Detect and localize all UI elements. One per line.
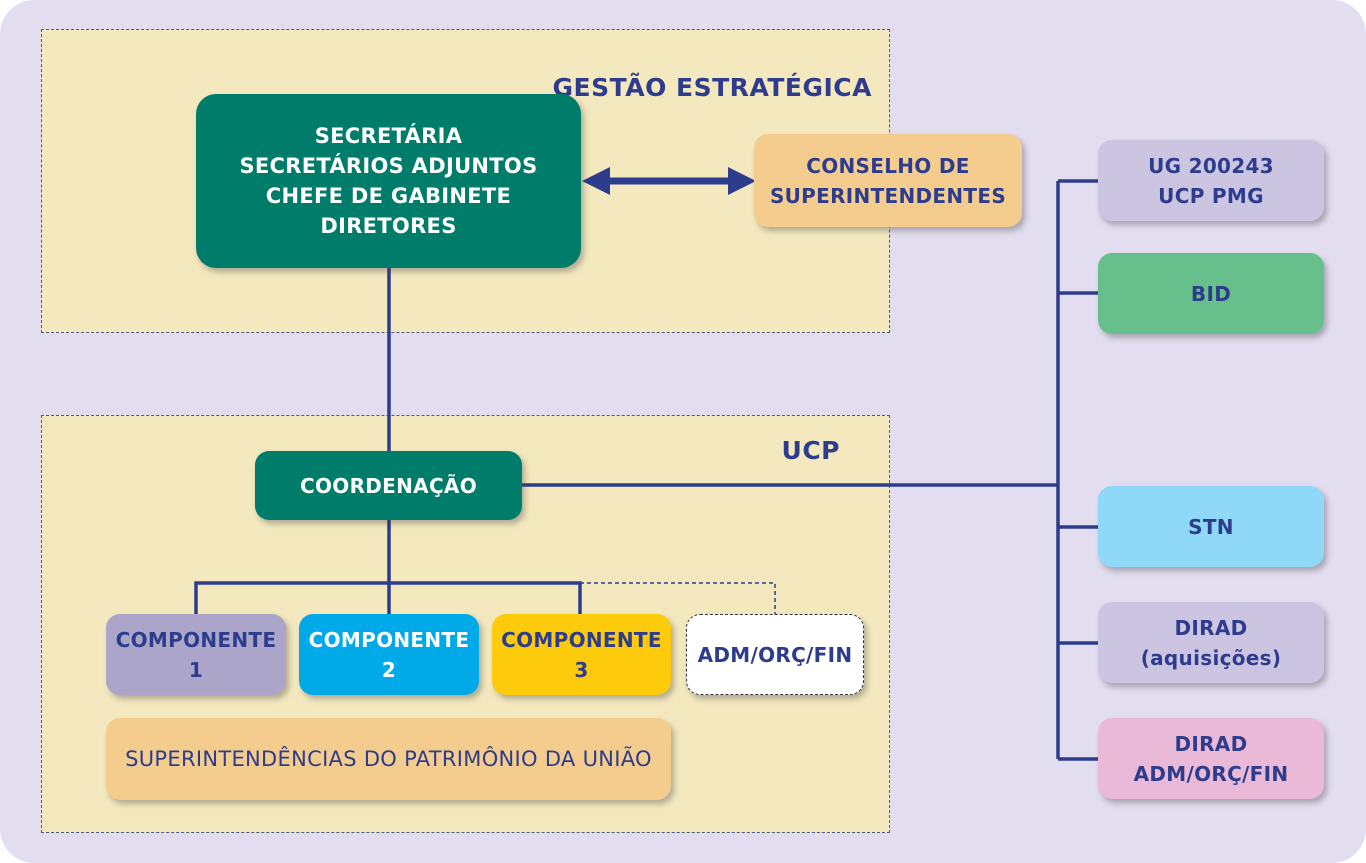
ug-ucp-pmg-box: UG 200243 UCP PMG (1098, 140, 1324, 221)
adm-dashed-connector (580, 582, 776, 614)
bid-box: BID (1098, 253, 1324, 334)
secretaria-box: SECRETÁRIA SECRETÁRIOS ADJUNTOS CHEFE DE… (196, 94, 581, 268)
stn-box: STN (1098, 486, 1324, 567)
coordenacao-box: COORDENAÇÃO (255, 451, 522, 520)
dirad-adm-orc-fin-box: DIRAD ADM/ORÇ/FIN (1098, 718, 1324, 799)
gestao-estrategica-title: GESTÃO ESTRATÉGICA (552, 73, 872, 102)
componente-1-box: COMPONENTE 1 (106, 614, 286, 695)
dirad-aquisicoes-box: DIRAD (aquisições) (1098, 602, 1324, 683)
adm-orc-fin-box: ADM/ORÇ/FIN (686, 614, 864, 695)
superintendencias-box: SUPERINTENDÊNCIAS DO PATRIMÔNIO DA UNIÃO (106, 718, 671, 800)
ucp-title: UCP (781, 436, 840, 465)
componente-3-box: COMPONENTE 3 (492, 614, 671, 695)
componente-2-box: COMPONENTE 2 (299, 614, 479, 695)
conselho-box: CONSELHO DE SUPERINTENDENTES (754, 134, 1022, 227)
